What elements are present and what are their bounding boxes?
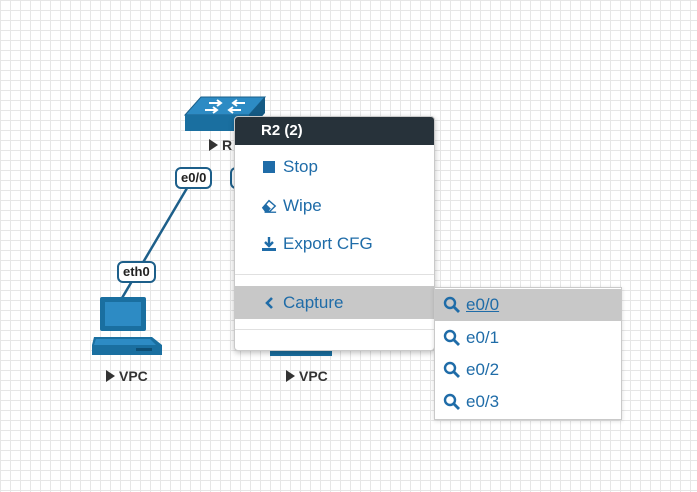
port-label-eth0: eth0 [117, 261, 156, 283]
search-icon [443, 329, 461, 347]
menu-divider [235, 274, 434, 275]
export-cfg-menu-item[interactable]: Export CFG [235, 226, 434, 262]
port-label-e0-0: e0/0 [175, 167, 213, 189]
wipe-menu-item[interactable]: Wipe [235, 188, 434, 224]
play-icon [286, 370, 295, 382]
play-icon [209, 139, 218, 151]
pc-icon[interactable] [90, 295, 164, 359]
router-icon[interactable] [183, 93, 267, 133]
search-icon [443, 296, 461, 314]
context-menu-title: R2 (2) [235, 117, 434, 145]
port-label-partial [230, 167, 236, 189]
vpc-left-label: VPC [106, 368, 148, 384]
download-icon [261, 236, 277, 252]
capture-e0-2-item[interactable]: e0/2 [435, 354, 621, 386]
search-icon [443, 361, 461, 379]
capture-e0-3-item[interactable]: e0/3 [435, 386, 621, 418]
chevron-left-icon [261, 296, 277, 310]
capture-e0-0-item[interactable]: e0/0 [435, 289, 621, 321]
stop-icon [261, 160, 277, 174]
search-icon [443, 393, 461, 411]
router-label: R [209, 137, 232, 153]
capture-e0-1-item[interactable]: e0/1 [435, 322, 621, 354]
vpc-right-label: VPC [286, 368, 328, 384]
eraser-icon [261, 198, 277, 214]
play-icon [106, 370, 115, 382]
capture-menu-item[interactable]: Capture [235, 286, 434, 319]
stop-menu-item[interactable]: Stop [235, 149, 434, 185]
node-context-menu: R2 (2) Stop Wipe [234, 116, 435, 351]
menu-divider [235, 329, 434, 330]
capture-submenu: e0/0 e0/1 e0/2 e0/3 [434, 287, 622, 420]
